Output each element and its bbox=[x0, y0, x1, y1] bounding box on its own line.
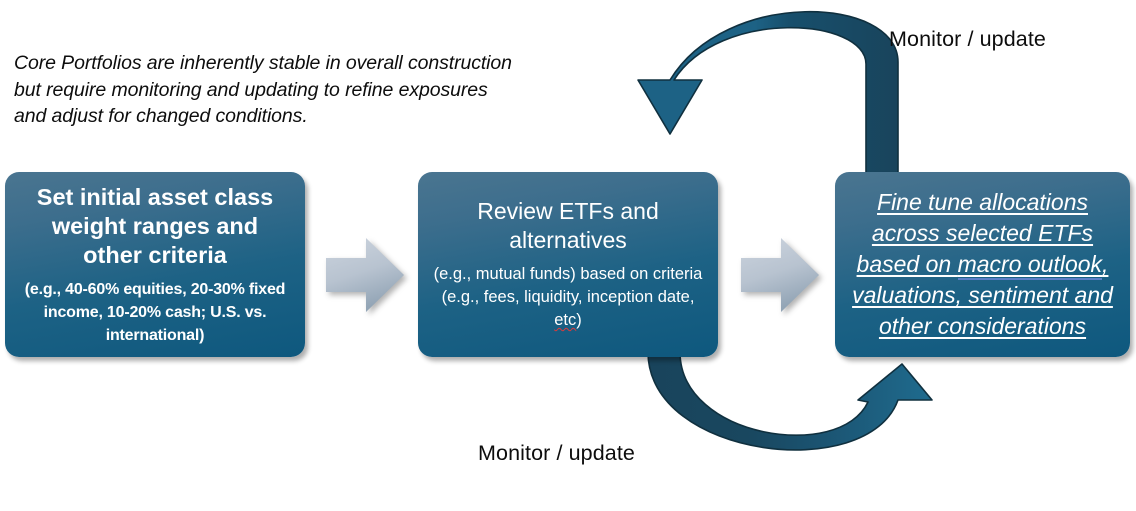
monitor-update-label-top: Monitor / update bbox=[889, 27, 1046, 51]
box2-subtitle-tail: ) bbox=[576, 311, 582, 329]
gray-arrow-2 bbox=[741, 238, 819, 312]
box3-title-tail: , valuations, sentiment and other consid… bbox=[852, 251, 1113, 339]
process-box-set-criteria[interactable]: Set initial asset class weight ranges an… bbox=[5, 172, 305, 357]
monitor-update-label-bottom: Monitor / update bbox=[478, 441, 635, 465]
box1-title: Set initial asset class weight ranges an… bbox=[36, 183, 274, 268]
box3-title-text: Fine tune allocations across selected ET… bbox=[856, 189, 1094, 277]
box2-subtitle: (e.g., mutual funds) based on criteria (… bbox=[428, 263, 708, 332]
intro-paragraph: Core Portfolios are inherently stable in… bbox=[14, 52, 512, 127]
box2-title: Review ETFs and alternatives bbox=[477, 198, 659, 253]
bottom-feedback-arrow bbox=[647, 352, 933, 451]
top-feedback-arrow bbox=[637, 10, 899, 182]
box3-title: Fine tune allocations across selected ET… bbox=[845, 187, 1120, 342]
spellcheck-misspelled-word: etc bbox=[554, 311, 577, 329]
box1-subtitle: (e.g., 40-60% equities, 20-30% fixed inc… bbox=[24, 280, 286, 344]
process-box-review-etfs[interactable]: Review ETFs and alternatives (e.g., mutu… bbox=[418, 172, 718, 357]
gray-arrow-1 bbox=[326, 238, 404, 312]
grammar-flagged-phrase: macro outlook bbox=[957, 251, 1103, 280]
box2-subtitle-text: (e.g., mutual funds) based on criteria (… bbox=[433, 265, 703, 306]
process-box-fine-tune[interactable]: Fine tune allocations across selected ET… bbox=[835, 172, 1130, 357]
